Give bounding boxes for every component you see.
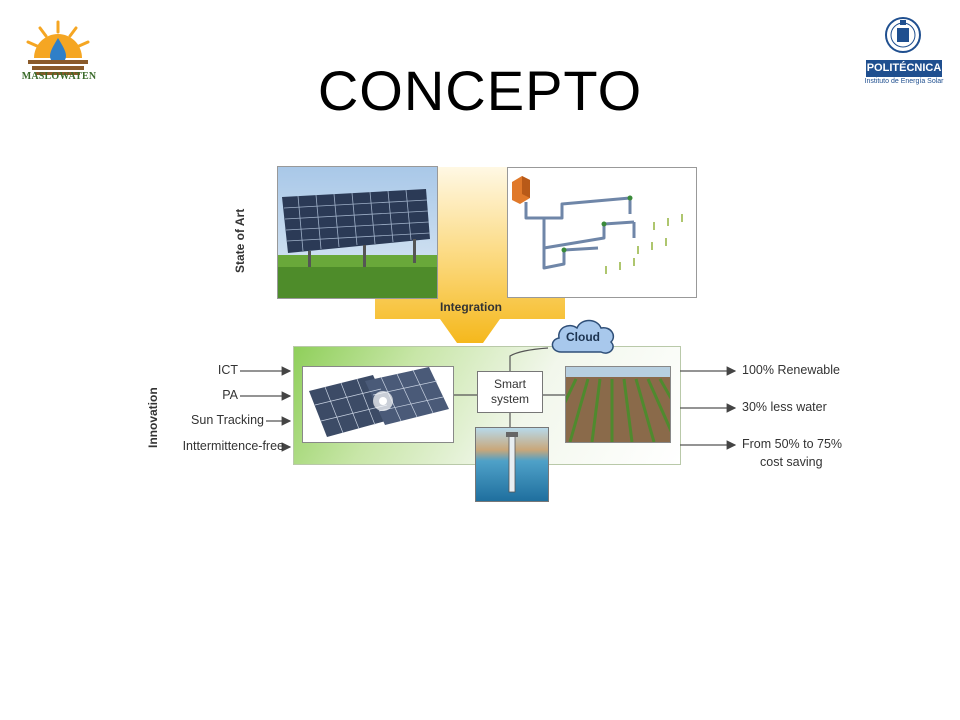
input-label-intermittence-free: Inttermittence-free [182,439,284,453]
water-well-diagram [475,427,549,502]
page-title: CONCEPTO [317,59,643,122]
input-label-sun-tracking: Sun Tracking [191,413,264,427]
upm-crest-icon [885,17,921,53]
cloud-icon [551,319,615,354]
upm-logo-band: POLITÉCNICA [866,60,942,77]
state-of-art-label: State of Art [233,208,247,273]
cloud-label: Cloud [566,330,600,344]
input-label-pa: PA [222,388,238,402]
integration-label: Integration [440,300,502,314]
irrigation-network-diagram [507,167,697,298]
integration-funnel-arrow [375,167,565,343]
innovation-label: Innovation [146,387,160,448]
upm-logo-subtitle: Instituto de Energía Solar [864,78,944,85]
crop-field-photo [565,366,671,443]
smart-system-box: Smart system [477,371,543,413]
maslowaten-logo-text: MASLOWATEN [21,71,97,82]
output-label-cost-saving-line1: From 50% to 75% [742,437,843,451]
output-label-cost-saving-line2: cost saving [760,455,823,469]
solar-farm-photo [277,166,438,299]
output-label-renewable: 100% Renewable [742,363,840,377]
smart-system-line2: system [490,392,529,406]
output-label-less-water: 30% less water [742,400,827,414]
maslowaten-logo-icon [26,20,90,75]
sun-tracking-panels-photo [302,366,454,443]
smart-system-line1: Smart [493,377,526,391]
input-label-ict: ICT [217,363,238,377]
